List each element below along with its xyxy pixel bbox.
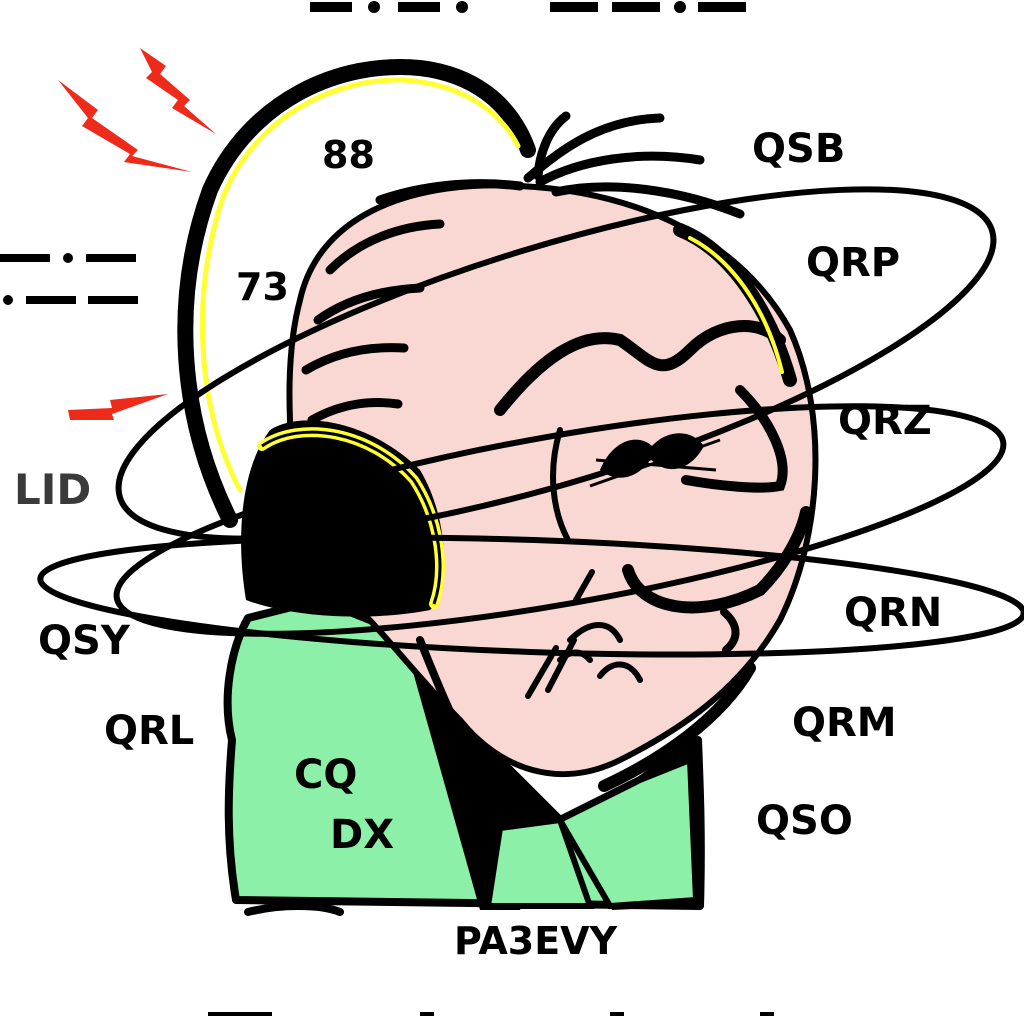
label-dx: DX — [330, 812, 394, 858]
morse-dash — [26, 296, 76, 304]
lightning-bolt-icon — [58, 48, 216, 420]
mouth — [622, 506, 812, 614]
morse-dot — [368, 1, 380, 13]
headset-band — [177, 59, 536, 528]
nose-line — [681, 385, 788, 493]
label-qsy: QSY — [38, 618, 131, 664]
chin-dimple — [720, 608, 740, 654]
morse-left — [0, 253, 138, 305]
orbit-ring-middle — [113, 403, 1007, 637]
morse-dash — [88, 296, 138, 304]
morse-dash — [612, 2, 660, 12]
morse-dash — [0, 254, 50, 262]
morse-dash — [398, 2, 440, 12]
morse-top — [310, 1, 746, 13]
label-qrn: QRN — [844, 590, 942, 636]
morse-bottom — [208, 1012, 774, 1016]
morse-dash — [698, 2, 746, 12]
label-lid: LID — [14, 465, 91, 514]
label-qsb: QSB — [752, 126, 845, 172]
label-88: 88 — [322, 133, 375, 177]
morse-dot — [456, 1, 468, 13]
label-73: 73 — [236, 265, 289, 309]
morse-dash — [310, 2, 352, 12]
shirt-collar-left — [484, 816, 595, 909]
label-cq: CQ — [294, 752, 357, 798]
morse-dot — [63, 253, 73, 263]
morse-dot — [3, 295, 13, 305]
label-qrp: QRP — [806, 240, 900, 286]
label-qso: QSO — [756, 798, 853, 844]
orbit-ring-upper — [115, 186, 997, 542]
morse-dash — [86, 254, 136, 262]
shirt-collar-right — [555, 755, 700, 910]
headset-band-highlight — [199, 77, 521, 493]
neck-line — [416, 636, 484, 764]
chin-line — [598, 662, 756, 792]
base-stroke — [244, 902, 344, 916]
callsign: PA3EVY — [454, 919, 618, 963]
eyebrow — [494, 320, 786, 416]
label-qrz: QRZ — [838, 398, 932, 444]
label-qrl: QRL — [104, 708, 194, 754]
headset-band-right-highlight — [688, 236, 784, 374]
morse-dot — [674, 1, 686, 13]
morse-dash — [550, 2, 598, 12]
label-qrm: QRM — [792, 700, 897, 746]
